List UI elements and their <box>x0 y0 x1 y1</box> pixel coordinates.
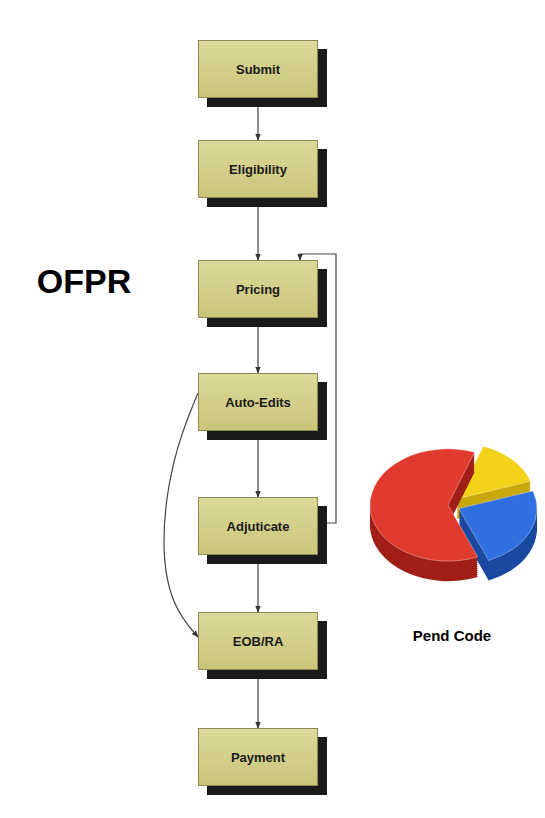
process-box: Auto-Edits <box>198 373 318 431</box>
pie-top <box>370 449 478 561</box>
box-label: Pricing <box>236 282 280 297</box>
box-label: Payment <box>231 750 285 765</box>
process-box: Adjuticate <box>198 497 318 555</box>
process-box: Pricing <box>198 260 318 318</box>
flow-arrow <box>257 670 258 728</box>
box-label: Eligibility <box>229 162 287 177</box>
process-box: Submit <box>198 40 318 98</box>
flow-arrow <box>257 198 258 260</box>
process-box: Payment <box>198 728 318 786</box>
box-label: Auto-Edits <box>225 395 291 410</box>
box-label: Adjuticate <box>227 519 290 534</box>
flow-arrow <box>257 431 258 497</box>
process-box: Eligibility <box>198 140 318 198</box>
flow-arrow <box>164 393 198 637</box>
box-label: Submit <box>236 62 280 77</box>
pie-slice <box>370 449 478 581</box>
box-label: EOB/RA <box>233 634 284 649</box>
icon-caption: Pend Code <box>413 627 491 644</box>
process-box: EOB/RA <box>198 612 318 670</box>
edge-label: OFPR <box>37 262 131 301</box>
flow-arrow <box>257 98 258 140</box>
flow-arrow <box>257 555 258 612</box>
flow-arrow <box>257 318 258 373</box>
